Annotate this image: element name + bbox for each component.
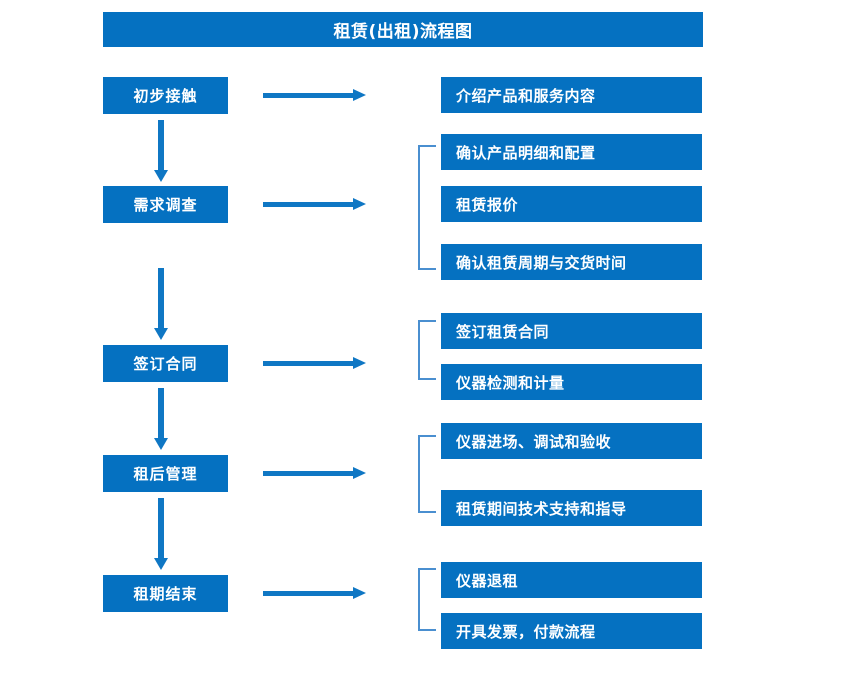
detail-box-stage5-2[interactable]: 开具发票，付款流程 — [441, 613, 702, 649]
group-bracket-stage4 — [418, 435, 436, 513]
detail-box-stage4-1[interactable]: 仪器进场、调试和验收 — [441, 423, 702, 459]
horizontal-arrow-stage1 — [263, 88, 366, 102]
horizontal-arrow-stage5 — [263, 586, 366, 600]
group-bracket-stage2 — [418, 145, 436, 270]
stage-box-5[interactable]: 租期结束 — [103, 575, 228, 612]
detail-box-stage2-2[interactable]: 租赁报价 — [441, 186, 702, 222]
detail-box-stage3-1[interactable]: 签订租赁合同 — [441, 313, 702, 349]
arrow-shaft — [158, 120, 164, 170]
arrow-shaft — [263, 93, 355, 98]
group-bracket-stage3 — [418, 320, 436, 380]
stage-box-2[interactable]: 需求调查 — [103, 186, 228, 223]
vertical-arrow-stage3-to-stage4 — [154, 388, 168, 450]
horizontal-arrow-stage4 — [263, 466, 366, 480]
arrow-shaft — [158, 388, 164, 438]
detail-box-stage3-2[interactable]: 仪器检测和计量 — [441, 364, 702, 400]
arrow-head-icon — [353, 198, 366, 210]
stage-box-4[interactable]: 租后管理 — [103, 455, 228, 492]
stage-box-3[interactable]: 签订合同 — [103, 345, 228, 382]
group-bracket-stage5 — [418, 568, 436, 631]
horizontal-arrow-stage2 — [263, 197, 366, 211]
detail-box-stage2-1[interactable]: 确认产品明细和配置 — [441, 134, 702, 170]
arrow-head-icon — [154, 170, 168, 182]
arrow-shaft — [263, 202, 355, 207]
arrow-shaft — [158, 498, 164, 558]
arrow-head-icon — [154, 328, 168, 340]
arrow-head-icon — [353, 357, 366, 369]
arrow-head-icon — [353, 587, 366, 599]
vertical-arrow-stage2-to-stage3 — [154, 268, 168, 340]
detail-box-stage1-1[interactable]: 介绍产品和服务内容 — [441, 77, 702, 113]
vertical-arrow-stage1-to-stage2 — [154, 120, 168, 182]
arrow-head-icon — [353, 89, 366, 101]
arrow-head-icon — [154, 438, 168, 450]
stage-box-1[interactable]: 初步接触 — [103, 77, 228, 114]
detail-box-stage5-1[interactable]: 仪器退租 — [441, 562, 702, 598]
horizontal-arrow-stage3 — [263, 356, 366, 370]
detail-box-stage2-3[interactable]: 确认租赁周期与交货时间 — [441, 244, 702, 280]
arrow-head-icon — [154, 558, 168, 570]
arrow-shaft — [263, 471, 355, 476]
diagram-title: 租赁(出租)流程图 — [103, 12, 703, 47]
detail-box-stage4-2[interactable]: 租赁期间技术支持和指导 — [441, 490, 702, 526]
arrow-head-icon — [353, 467, 366, 479]
arrow-shaft — [158, 268, 164, 328]
arrow-shaft — [263, 591, 355, 596]
vertical-arrow-stage4-to-stage5 — [154, 498, 168, 570]
arrow-shaft — [263, 361, 355, 366]
